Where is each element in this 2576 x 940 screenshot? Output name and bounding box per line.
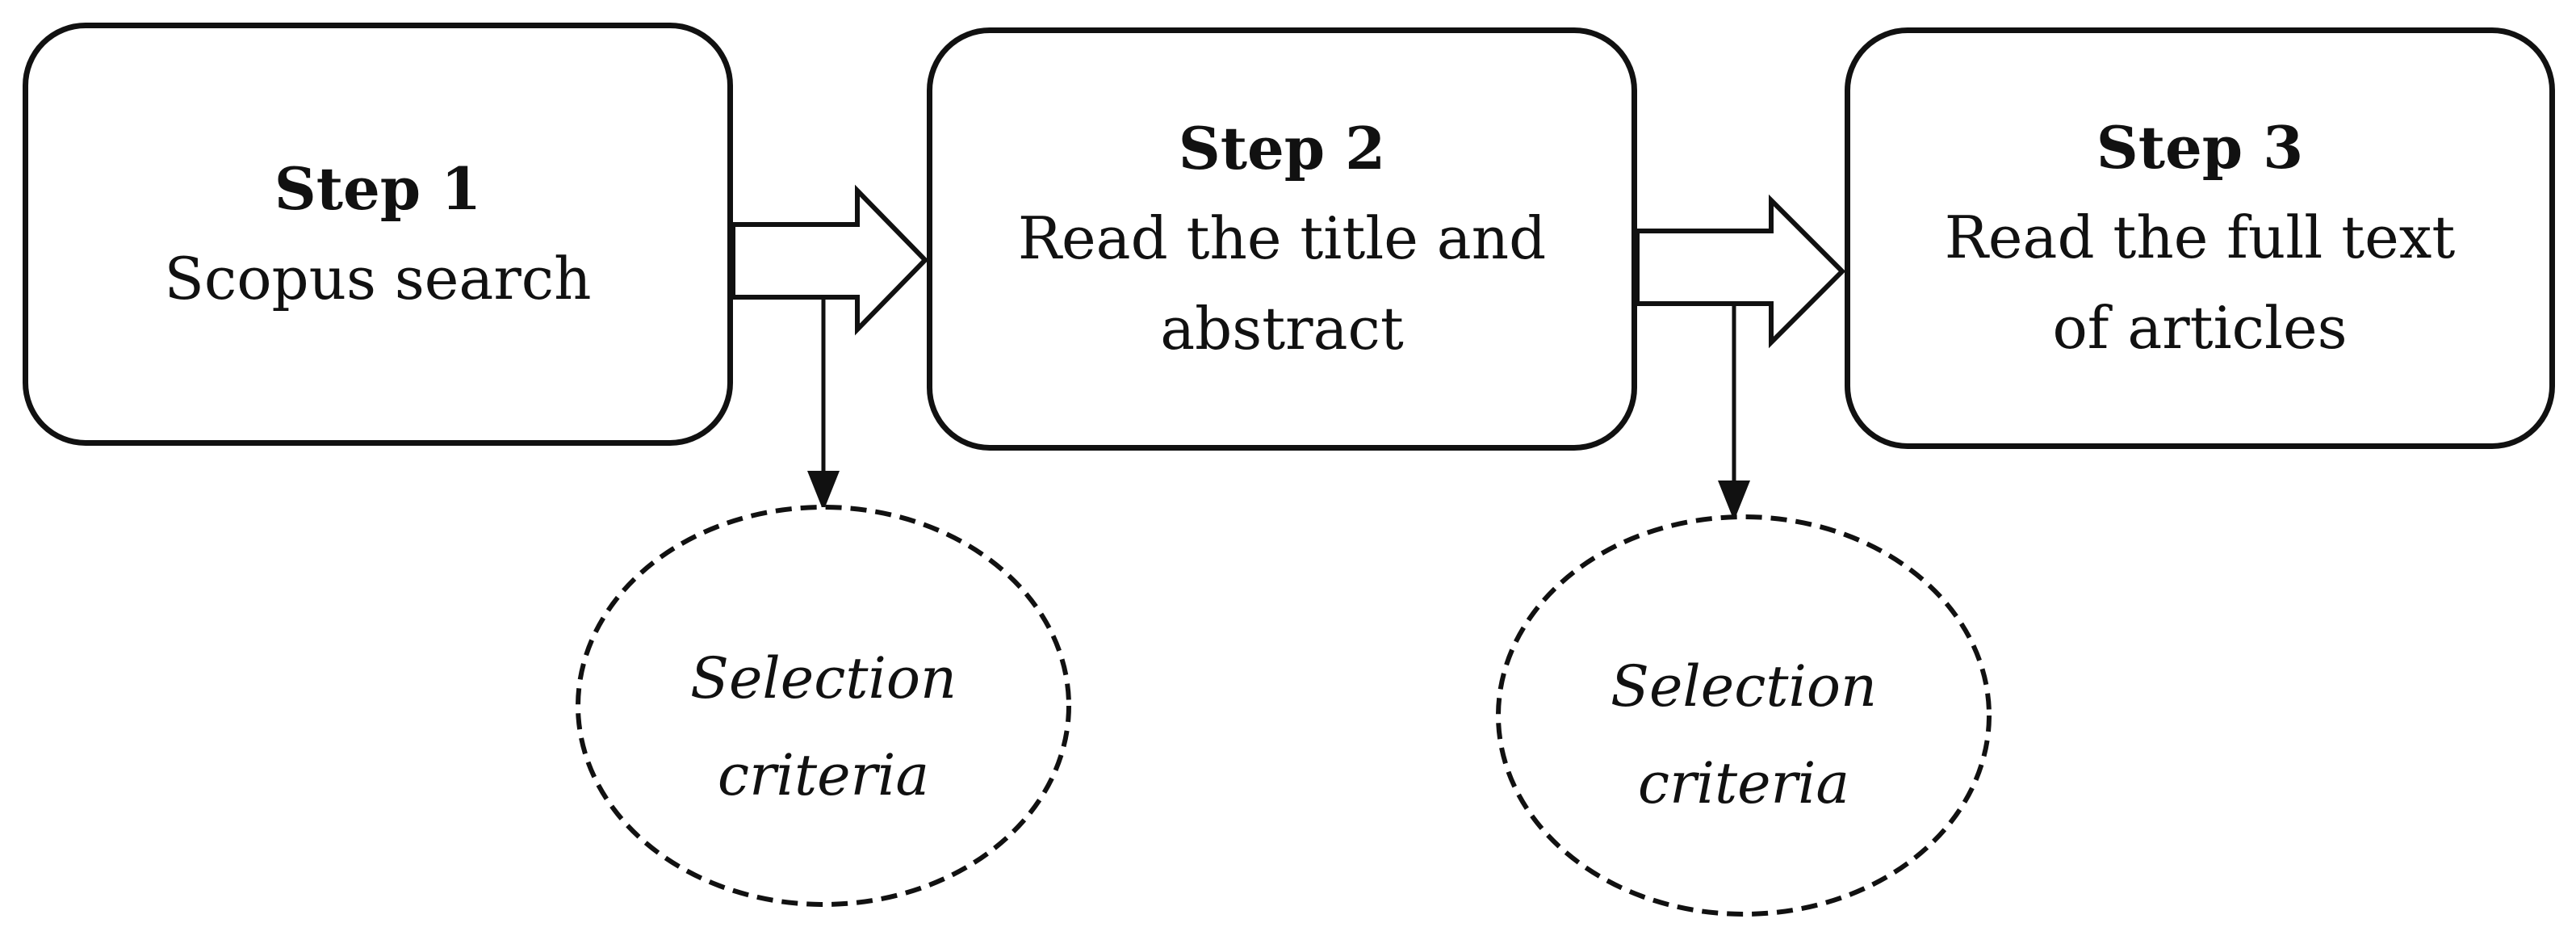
criteria1-node: Selection criteria [630,565,1017,888]
step2-description: Read the title and abstract [1017,204,1547,363]
step3-title: Step 3 [2096,113,2304,182]
step1-title: Step 1 [274,154,482,223]
step2-box: Step 2 Read the title and abstract [927,27,1637,451]
criteria2-label: Selection criteria [1611,653,1878,816]
criteria1-label: Selection criteria [690,645,957,808]
block-arrow-step2-to-step3 [1635,194,1846,349]
criteria2-node: Selection criteria [1550,573,1937,896]
step2-title: Step 2 [1178,114,1386,183]
step3-box: Step 3 Read the full text of articles [1845,27,2555,449]
criteria1-ellipse [576,505,1071,907]
block-arrow-step1-to-step2 [731,184,929,336]
criteria2-ellipse [1496,514,1992,917]
step1-description: Scopus search [164,245,592,313]
step3-description: Read the full text of articles [1944,204,2456,362]
step1-box: Step 1 Scopus search [23,23,733,446]
